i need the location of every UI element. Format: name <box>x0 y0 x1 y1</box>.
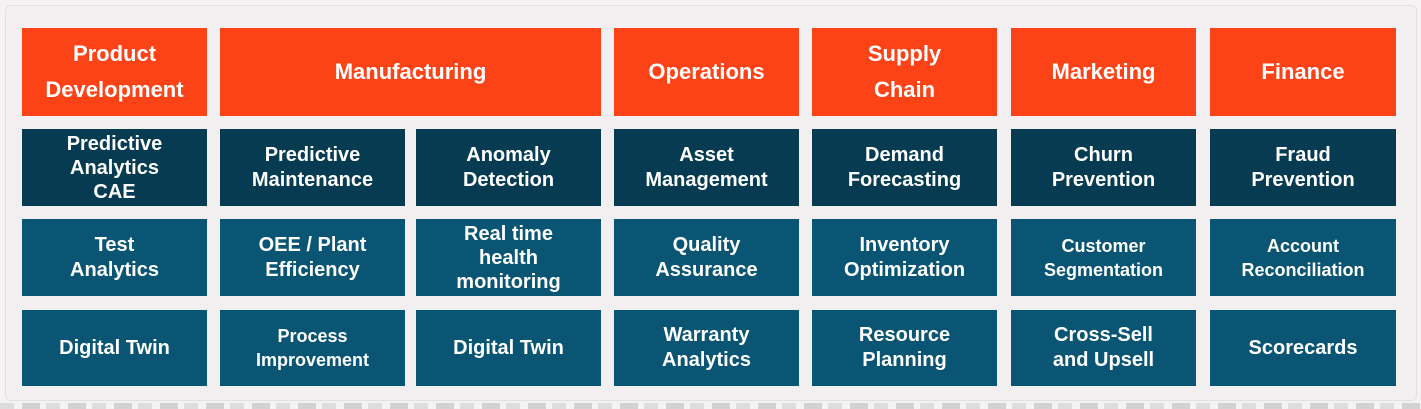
cell-real-time-health-monitoring: Real time health monitoring <box>416 219 601 296</box>
header-operations: Operations <box>614 28 799 116</box>
cell-digital-twin-product-development: Digital Twin <box>22 310 207 386</box>
bottom-edge-strip <box>0 403 1421 409</box>
cell-cross-sell-upsell: Cross-Sell and Upsell <box>1011 310 1196 386</box>
cell-scorecards: Scorecards <box>1210 310 1396 386</box>
header-manufacturing: Manufacturing <box>220 28 601 116</box>
cell-process-improvement: Process Improvement <box>220 310 405 386</box>
cell-fraud-prevention: Fraud Prevention <box>1210 129 1396 206</box>
cell-test-analytics: Test Analytics <box>22 219 207 296</box>
cell-anomaly-detection: Anomaly Detection <box>416 129 601 206</box>
cell-customer-segmentation: Customer Segmentation <box>1011 219 1196 296</box>
cell-quality-assurance: Quality Assurance <box>614 219 799 296</box>
header-marketing: Marketing <box>1011 28 1196 116</box>
cell-account-reconciliation: Account Reconciliation <box>1210 219 1396 296</box>
cell-predictive-analytics-cae: Predictive Analytics CAE <box>22 129 207 206</box>
cell-asset-management: Asset Management <box>614 129 799 206</box>
cell-resource-planning: Resource Planning <box>812 310 997 386</box>
header-finance: Finance <box>1210 28 1396 116</box>
cell-demand-forecasting: Demand Forecasting <box>812 129 997 206</box>
header-supply-chain: Supply Chain <box>812 28 997 116</box>
cell-predictive-maintenance: Predictive Maintenance <box>220 129 405 206</box>
cell-warranty-analytics: Warranty Analytics <box>614 310 799 386</box>
cell-inventory-optimization: Inventory Optimization <box>812 219 997 296</box>
cell-churn-prevention: Churn Prevention <box>1011 129 1196 206</box>
header-product-development: Product Development <box>22 28 207 116</box>
cell-oee-plant-efficiency: OEE / Plant Efficiency <box>220 219 405 296</box>
cell-digital-twin-manufacturing: Digital Twin <box>416 310 601 386</box>
